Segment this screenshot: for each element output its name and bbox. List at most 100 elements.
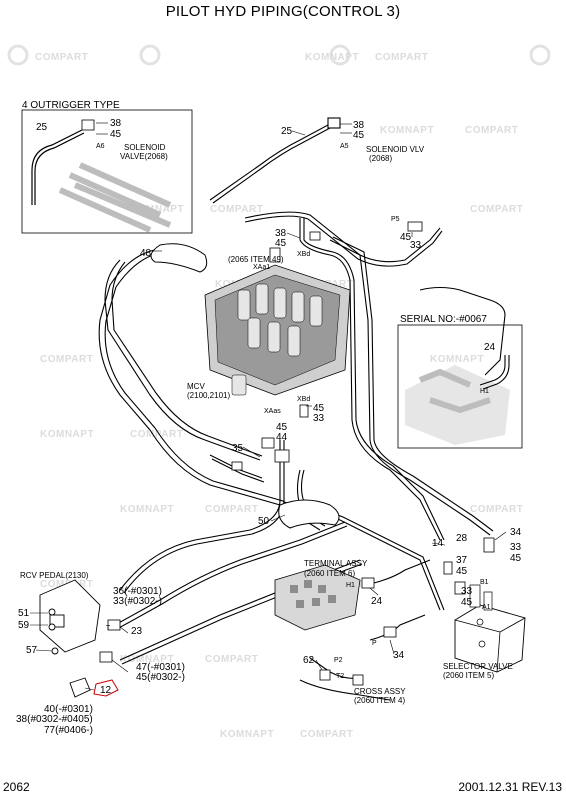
- callout-37: 37: [456, 555, 468, 566]
- watermark-text: COMPART: [465, 125, 518, 136]
- watermark-text: KOMNAPT: [130, 204, 184, 215]
- watermark-text: KOMNAPT: [120, 504, 174, 515]
- solenoid-valve-label: SOLENOID: [124, 143, 166, 152]
- revision-date: 2001.12.31 REV.13: [458, 780, 562, 794]
- solenoid-valve-label: VALVE(2068): [120, 152, 168, 161]
- port-xbd: XBd: [297, 396, 310, 403]
- watermark-text: COMPART: [470, 504, 523, 515]
- callout-59: 59: [18, 620, 30, 631]
- callout-33: 33(#0302-): [113, 596, 162, 607]
- callout-47: 47(-#0301): [136, 662, 185, 673]
- callout-38: 38(#0302-#0405): [16, 714, 93, 725]
- port-a6: A6: [96, 143, 105, 150]
- callout-23: 23: [131, 626, 143, 637]
- terminal-assy-label: (2060 ITEM 6): [304, 569, 355, 578]
- callout-45: 45: [353, 130, 365, 141]
- solenoid-vlv-label: SOLENOID VLV: [366, 145, 425, 154]
- callout-45: 45: [313, 403, 325, 414]
- item49-label: (2065 ITEM 49): [228, 255, 284, 264]
- watermark-text: KOMNAPT: [40, 429, 94, 440]
- leader-lines: [30, 123, 507, 691]
- terminal-assy-block: [274, 564, 361, 631]
- port-t2: T2: [336, 673, 344, 680]
- cross-assy-label: CROSS ASSY: [354, 687, 406, 696]
- callout-45: 45: [456, 566, 468, 577]
- port-p2: P2: [334, 657, 343, 664]
- port-p5: P5: [391, 216, 400, 223]
- port-h1: H1: [346, 582, 355, 589]
- callout-36: 36(-#0301): [113, 586, 162, 597]
- port-xaas: XAas: [264, 408, 281, 415]
- cross-assy-label: (2060 ITEM 4): [354, 696, 405, 705]
- callout-35: 35: [232, 443, 244, 454]
- callout-45: 45: [276, 422, 288, 433]
- watermark-text: KOMNAPT: [305, 52, 359, 63]
- outrigger-label: 4 OUTRIGGER TYPE: [22, 100, 120, 111]
- port-xa: XAa1: [253, 264, 270, 271]
- callout-38: 38: [110, 118, 122, 129]
- page-code: 2062: [3, 780, 30, 794]
- callout-62: 62: [303, 655, 315, 666]
- watermark-text: COMPART: [130, 429, 183, 440]
- callout-12: 12: [100, 685, 112, 696]
- callout-50: 50: [258, 516, 270, 527]
- callout-25: 25: [281, 126, 293, 137]
- serial-inset: SERIAL NO:-#0067 24 H1: [397, 314, 523, 449]
- rcv-pedal-label: RCV PEDAL(2130): [20, 571, 89, 580]
- rcv-pedal: [39, 579, 101, 698]
- port-xb: XBd: [297, 251, 310, 258]
- callout-45: 45: [510, 553, 522, 564]
- callout-45: 45: [110, 129, 122, 140]
- callout-38: 38: [353, 120, 365, 131]
- callout-34: 34: [393, 650, 405, 661]
- callout-38: 38: [275, 228, 287, 239]
- labels: 25 38 45 A5 SOLENOID VLV (2068) 48 38 45…: [16, 120, 522, 736]
- watermark-text: COMPART: [40, 354, 93, 365]
- callout-48: 48: [140, 248, 152, 259]
- outrigger-inset: 4 OUTRIGGER TYPE 25 38 45 A6 SOLENOID VA…: [21, 100, 193, 234]
- callout-33: 33: [410, 240, 422, 251]
- watermark-row-1: [7, 44, 551, 66]
- pipe-runs: [98, 117, 506, 701]
- mcv-label: MCV: [187, 382, 205, 391]
- callout-33: 33: [313, 413, 325, 424]
- callout-45: 45(#0302-): [136, 672, 185, 683]
- mcv-block: [204, 264, 351, 396]
- port-b1: B1: [480, 579, 489, 586]
- serial-label: SERIAL NO:-#0067: [400, 314, 487, 325]
- mcv-label: (2100,2101): [187, 391, 230, 400]
- terminal-assy-label: TERMINAL ASSY: [304, 559, 368, 568]
- callout-57: 57: [26, 645, 38, 656]
- port-a5: A5: [340, 143, 349, 150]
- selector-valve-label: SELECTOR VALVE: [443, 662, 513, 671]
- callout-44: 44: [276, 432, 288, 443]
- port-a1: A1: [482, 604, 491, 611]
- watermark-text: COMPART: [375, 52, 428, 63]
- selector-valve-label: (2060 ITEM 5): [443, 671, 494, 680]
- callout-12-marker: [93, 679, 119, 697]
- callout-28: 28: [456, 533, 468, 544]
- callout-45: 45: [461, 597, 473, 608]
- watermark-text: COMPART: [470, 204, 523, 215]
- page-title: PILOT HYD PIPING(CONTROL 3): [165, 3, 401, 20]
- callout-45: 45: [400, 232, 412, 243]
- callout-34: 34: [510, 527, 522, 538]
- callout-77: 77(#0406-): [44, 725, 93, 736]
- callout-24: 24: [371, 596, 383, 607]
- callout-33: 33: [510, 542, 522, 553]
- port-p: P: [372, 640, 377, 647]
- callout-25: 25: [36, 122, 48, 133]
- watermark-text: COMPART: [205, 504, 258, 515]
- callout-24: 24: [484, 342, 496, 353]
- watermark-text: COMPART: [205, 654, 258, 665]
- watermark-text: KOMNAPT: [430, 354, 484, 365]
- watermark-text: COMPART: [210, 204, 263, 215]
- clamp-bands: [150, 243, 340, 529]
- watermark-text: KOMNAPT: [120, 654, 174, 665]
- callout-40: 40(-#0301): [44, 704, 93, 715]
- callout-14: 14: [432, 538, 444, 549]
- port-t: T: [106, 625, 111, 632]
- solenoid-vlv-label: (2068): [369, 154, 392, 163]
